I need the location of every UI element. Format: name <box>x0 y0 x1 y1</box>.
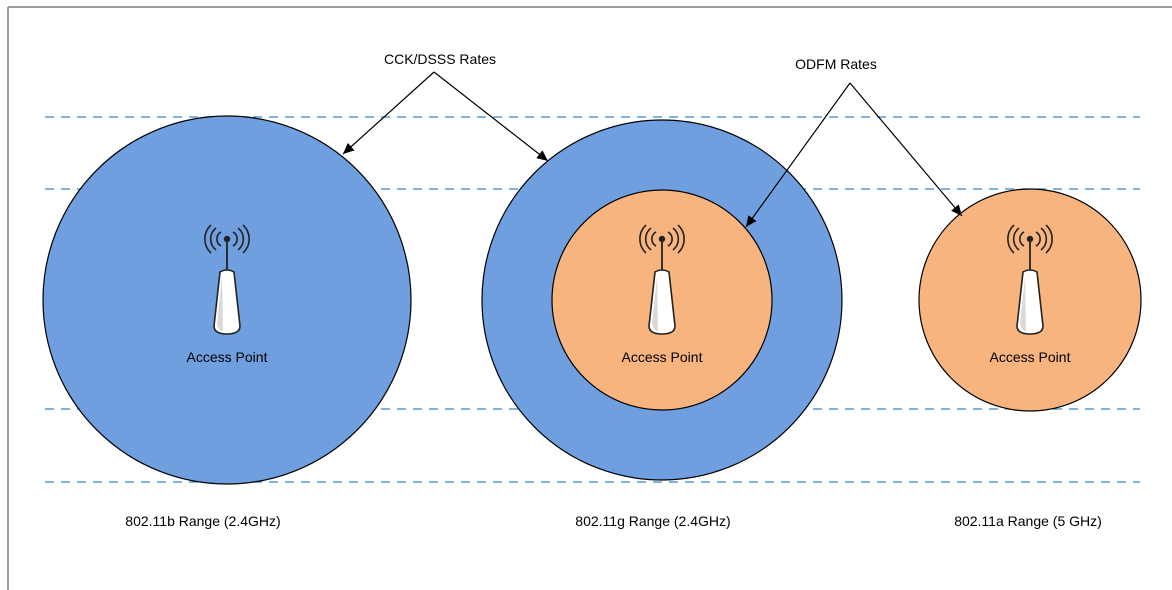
arrow-odfm-to-a <box>849 82 963 217</box>
access-point-label: Access Point <box>622 349 703 365</box>
access-point-icon <box>639 224 685 335</box>
access-point-label: Access Point <box>187 349 268 365</box>
access-point-icon <box>1007 224 1053 335</box>
arrow-cck-to-g <box>433 71 549 162</box>
arrow-cck-to-b <box>342 71 435 155</box>
access-point-label: Access Point <box>990 349 1071 365</box>
callout-odfm-rates: ODFM Rates <box>795 56 877 72</box>
range-label-802-11a: 802.11a Range (5 GHz) <box>954 513 1102 529</box>
range-label-802-11g: 802.11g Range (2.4GHz) <box>575 513 730 529</box>
range-label-802-11b: 802.11b Range (2.4GHz) <box>125 513 280 529</box>
arrow-odfm-to-g <box>745 82 851 228</box>
access-point-icon <box>204 224 250 335</box>
callout-cck-dsss-rates: CCK/DSSS Rates <box>384 51 496 67</box>
